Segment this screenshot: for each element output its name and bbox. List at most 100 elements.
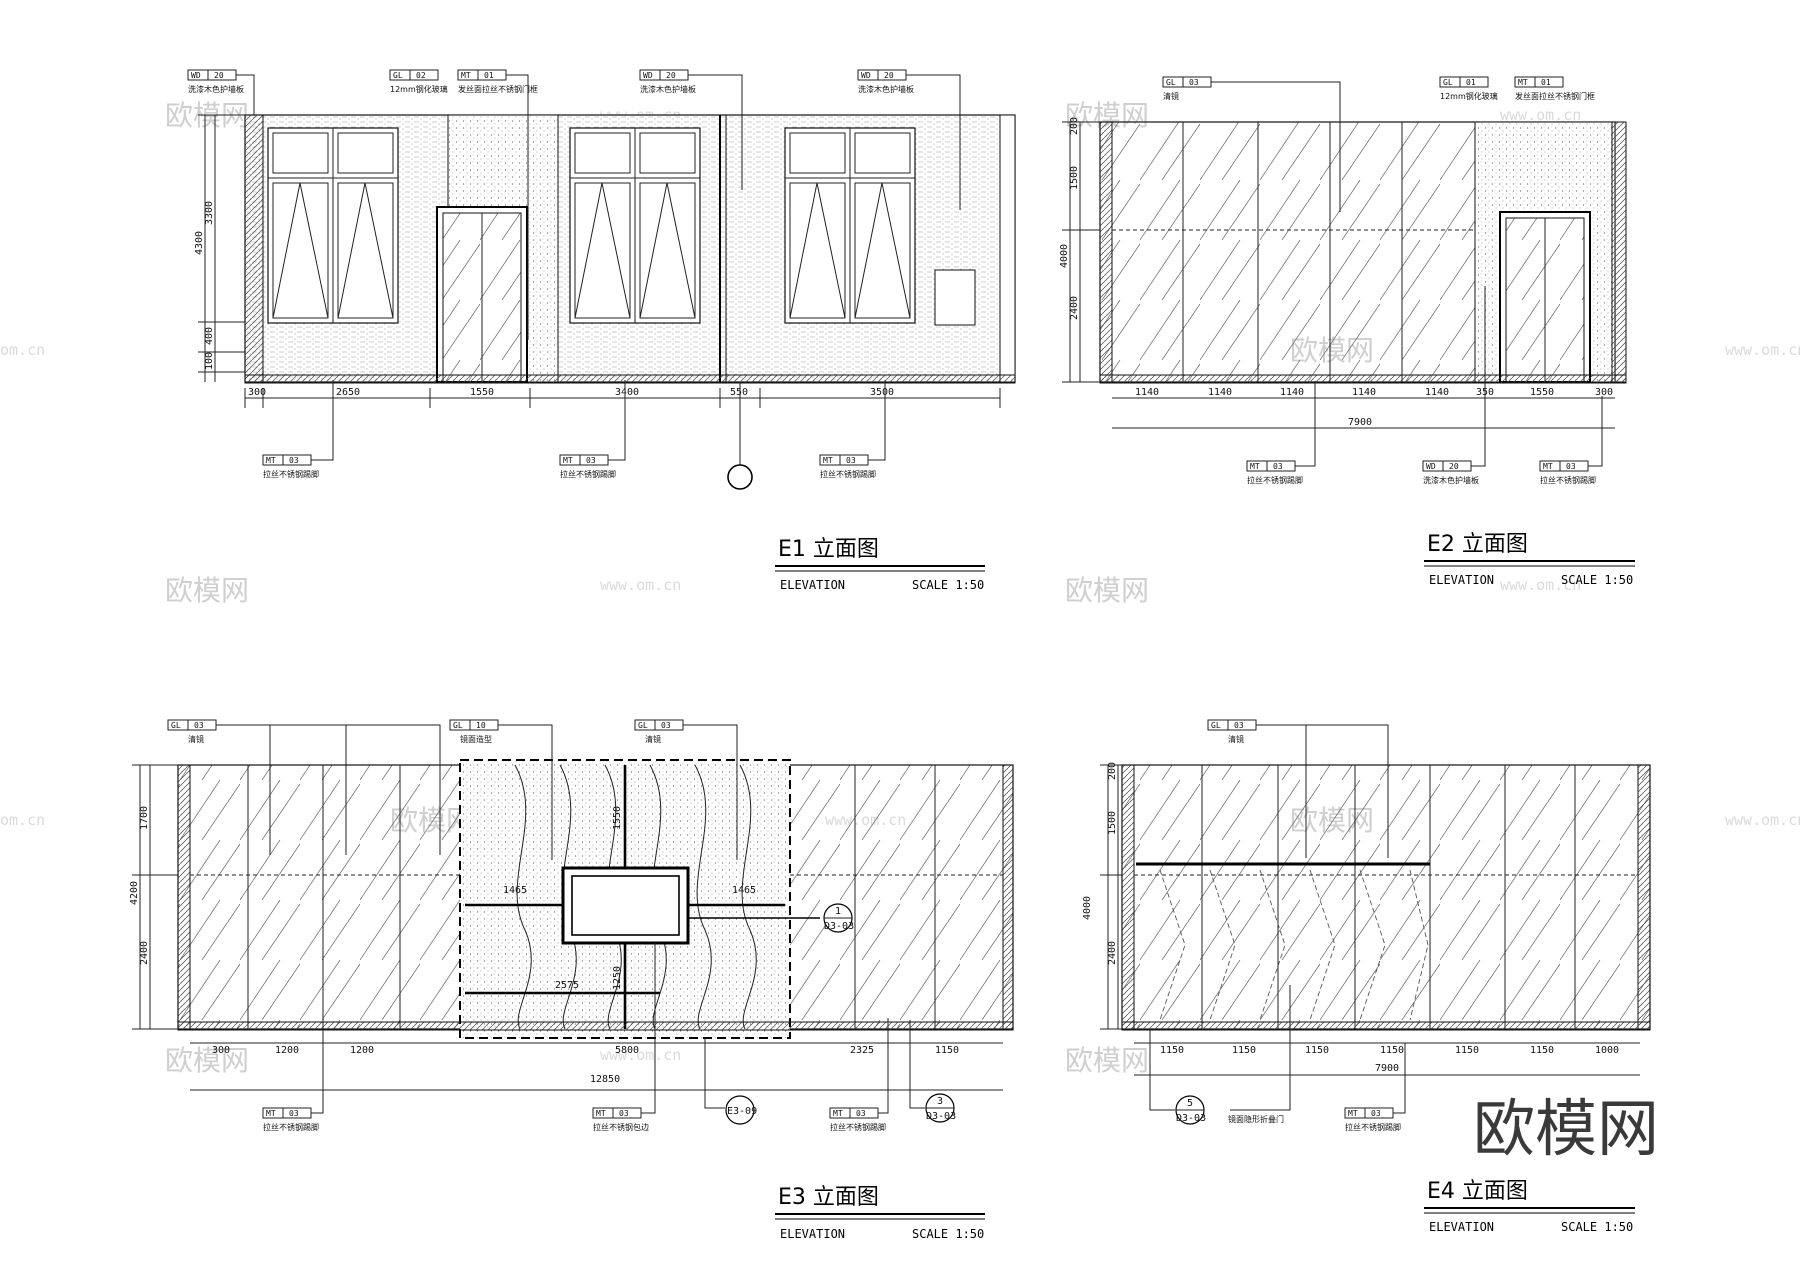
dim-bottom: 1150 — [1530, 1045, 1554, 1056]
dim-bottom: 2650 — [336, 387, 360, 398]
svg-text:03: 03 — [846, 456, 856, 465]
window-group — [267, 127, 916, 324]
svg-text:GL: GL — [638, 721, 648, 730]
svg-text:拉丝不锈钢踢脚: 拉丝不锈钢踢脚 — [263, 1122, 319, 1132]
inner-dim: 1250 — [612, 966, 623, 990]
svg-text:20: 20 — [884, 71, 894, 80]
svg-text:发丝面拉丝不锈钢门框: 发丝面拉丝不锈钢门框 — [1515, 91, 1595, 101]
svg-text:镜面造型: 镜面造型 — [460, 734, 492, 744]
elevation-scale: SCALE 1:50 — [1561, 573, 1633, 587]
svg-text:拉丝不锈钢踢脚: 拉丝不锈钢踢脚 — [820, 469, 876, 479]
svg-text:02: 02 — [416, 71, 426, 80]
svg-text:MT: MT — [1543, 462, 1553, 471]
material-tag: MT 03 拉丝不锈钢踢脚 — [1246, 381, 1316, 485]
dim-left: 1500 — [1069, 166, 1080, 190]
svg-text:5: 5 — [1187, 1098, 1193, 1109]
svg-text:GL: GL — [1443, 78, 1453, 87]
watermark-logo: 欧模网 — [165, 574, 249, 607]
inner-dim: 2575 — [555, 980, 579, 991]
elevation-scale: SCALE 1:50 — [1561, 1220, 1633, 1234]
svg-text:03: 03 — [856, 1109, 866, 1118]
svg-text:拉丝不锈钢包边: 拉丝不锈钢包边 — [593, 1122, 649, 1132]
dim-left: 1700 — [139, 806, 150, 830]
svg-text:拉丝不锈钢踢脚: 拉丝不锈钢踢脚 — [560, 469, 616, 479]
dim-bottom: 1140 — [1352, 387, 1376, 398]
svg-text:WD: WD — [643, 71, 653, 80]
svg-text:MT: MT — [596, 1109, 606, 1118]
elevation-title: E4 立面图 — [1427, 1179, 1528, 1204]
elevation-scale: SCALE 1:50 — [912, 578, 984, 592]
svg-text:MT: MT — [266, 456, 276, 465]
dim-bottom: 1200 — [275, 1045, 299, 1056]
window-mullions — [268, 128, 915, 323]
dim-bottom: 1150 — [1232, 1045, 1256, 1056]
dim-total: 7900 — [1348, 417, 1372, 428]
svg-text:01: 01 — [484, 71, 494, 80]
dim-left: 4000 — [1082, 896, 1093, 920]
watermark-url: om.cn — [0, 811, 45, 829]
dim-bottom: 1140 — [1280, 387, 1304, 398]
svg-text:03: 03 — [1371, 1109, 1381, 1118]
svg-text:拉丝不锈钢踢脚: 拉丝不锈钢踢脚 — [1345, 1122, 1401, 1132]
svg-text:03: 03 — [1189, 78, 1199, 87]
elevation-title: E3 立面图 — [778, 1185, 879, 1210]
elevation-subtitle: ELEVATION — [1429, 573, 1494, 587]
material-tag: GL 03 清镜 — [1162, 76, 1341, 212]
svg-text:01: 01 — [1541, 78, 1551, 87]
elevation-e2: 4000 200 1500 2400 1140 1140 1140 1140 1… — [1059, 76, 1635, 587]
detail-callout: 5 D3-03 — [1149, 1029, 1206, 1125]
svg-text:03: 03 — [661, 721, 671, 730]
svg-text:3: 3 — [937, 1096, 943, 1107]
watermark-logo: 欧模网 — [1065, 574, 1149, 607]
svg-text:01: 01 — [1466, 78, 1476, 87]
dim-left: 2400 — [1069, 296, 1080, 320]
dim-left: 100 — [204, 352, 215, 370]
svg-text:D3-03: D3-03 — [1176, 1113, 1206, 1124]
elevation-subtitle: ELEVATION — [780, 1227, 845, 1241]
watermark-logo: 欧模网 — [1065, 1044, 1149, 1077]
svg-text:MT: MT — [1250, 462, 1260, 471]
inner-dim: 1465 — [503, 885, 527, 896]
svg-text:拉丝不锈钢踢脚: 拉丝不锈钢踢脚 — [1540, 475, 1596, 485]
svg-text:清镜: 清镜 — [645, 734, 661, 744]
dim-left: 200 — [1107, 762, 1118, 780]
svg-text:洗漆木色护墙板: 洗漆木色护墙板 — [1423, 475, 1479, 485]
dim-left: 3300 — [204, 201, 215, 225]
svg-text:清镜: 清镜 — [1163, 91, 1179, 101]
material-tag: GL 02 12mm钢化玻璃 — [389, 69, 448, 94]
svg-text:03: 03 — [619, 1109, 629, 1118]
svg-text:03: 03 — [289, 1109, 299, 1118]
svg-text:清镜: 清镜 — [1228, 734, 1244, 744]
svg-text:WD: WD — [191, 71, 201, 80]
svg-text:拉丝不锈钢踢脚: 拉丝不锈钢踢脚 — [830, 1122, 886, 1132]
svg-text:拉丝不锈钢踢脚: 拉丝不锈钢踢脚 — [1247, 475, 1303, 485]
svg-text:MT: MT — [266, 1109, 276, 1118]
dim-bottom: 1140 — [1208, 387, 1232, 398]
dim-left: 4000 — [1059, 244, 1070, 268]
svg-text:1: 1 — [835, 906, 841, 917]
material-tag: WD 20 洗漆木色护墙板 — [1422, 286, 1486, 485]
dim-bottom: 1150 — [1160, 1045, 1184, 1056]
dim-left: 400 — [204, 327, 215, 345]
material-tag: MT 03 拉丝不锈钢踢脚 — [829, 1018, 889, 1132]
svg-text:D3-03: D3-03 — [926, 1111, 956, 1122]
dim-bottom: 1000 — [1595, 1045, 1619, 1056]
callout-circle-icon — [725, 1095, 755, 1125]
door-note: 镜面隐形折叠门 — [1228, 1114, 1284, 1124]
watermark-url: www.om.cn — [600, 576, 681, 594]
material-tag: MT 03 拉丝不锈钢踢脚 — [1539, 396, 1603, 485]
svg-text:03: 03 — [1234, 721, 1244, 730]
svg-text:洗漆木色护墙板: 洗漆木色护墙板 — [858, 84, 914, 94]
dim-bottom: 1150 — [1305, 1045, 1329, 1056]
svg-text:MT: MT — [823, 456, 833, 465]
material-tag: MT 03 拉丝不锈钢踢脚 — [559, 380, 626, 479]
dim-left: 200 — [1069, 117, 1080, 135]
elevation-subtitle: ELEVATION — [1429, 1220, 1494, 1234]
elevation-subtitle: ELEVATION — [780, 578, 845, 592]
watermark-url: www.om.cn — [1500, 106, 1581, 124]
svg-text:WD: WD — [861, 71, 871, 80]
section-marker-icon — [727, 464, 753, 490]
dim-bottom: 1550 — [1530, 387, 1554, 398]
dim-bottom: 1150 — [1455, 1045, 1479, 1056]
dim-bottom: 1200 — [350, 1045, 374, 1056]
